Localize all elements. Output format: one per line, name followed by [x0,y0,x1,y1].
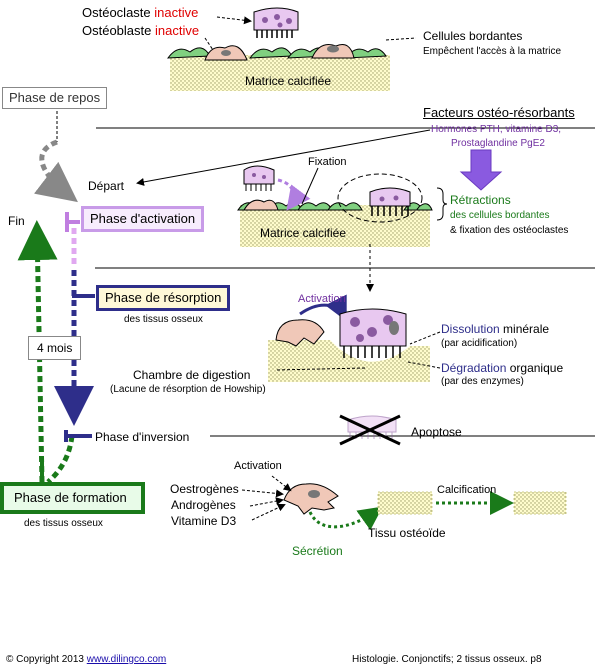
phase-inversion-label: Phase d'inversion [95,430,190,444]
resorption-activation-label: Activation [298,293,346,305]
top-matrix [170,55,390,91]
facteurs-label: Facteurs ostéo-résorbants [423,105,575,120]
lacune-label: (Lacune de résorption de Howship) [110,384,266,395]
empechent-label: Empêchent l'accès à la matrice [423,46,562,57]
degradation-text: Dégradation [441,361,507,375]
factors-arrow [459,149,503,191]
organique-text: organique [509,361,564,375]
dissolution-text: Dissolution [441,322,500,336]
depart-label: Départ [88,179,125,193]
duree-box: 4 mois [28,336,82,360]
fixation-label: Fixation [308,156,347,168]
activation-osteoclast [369,187,411,207]
apoptose-label: Apoptose [411,425,462,439]
top-osteoclast-cell [253,7,299,38]
resorption-matrix [268,340,430,382]
osteoid-tissue [377,491,433,515]
cycle-arrow-fin [17,220,58,483]
copyright-text: © Copyright 2013 [6,654,84,665]
degradation-label: Dégradation organique [441,361,563,375]
phase-repos-box: Phase de repos [2,87,108,109]
fin-label: Fin [8,214,25,228]
tissu-osteoide-label: Tissu ostéoïde [368,526,446,540]
osteoblaste-text: Ostéoblaste [82,23,152,38]
formation-activation-label: Activation [234,460,282,472]
enzymes-label: (par des enzymes) [441,376,524,387]
inactive-text: inactive [154,5,199,20]
fixation-osteoclastes-label: & fixation des ostéoclastes [450,225,569,236]
footer-source: Histologie. Conjonctifs; 2 tissus osseux… [352,654,542,665]
osteoblaste-label: Ostéoblaste inactive [82,24,199,38]
minerale-text: minérale [503,322,550,336]
activation-matrix-label: Matrice calcifiée [260,226,347,240]
top-osteoblast-cells [204,44,355,61]
chambre-label: Chambre de digestion [133,368,251,382]
dissolution-label: Dissolution minérale [441,322,549,336]
cellules-bordantes-label: Cellules bordantes [423,29,523,43]
activation-matrix [240,205,430,247]
inactive-text: inactive [155,23,200,38]
formation-osteoblast [283,483,339,515]
secretion-label: Sécrétion [292,544,343,558]
cycle-arrow-formation [46,435,75,484]
retractions-label: Rétractions [450,193,511,207]
resorption-sub-label: des tissus osseux [124,314,203,325]
androgenes-label: Androgènes [171,498,236,512]
vitamine-label: Vitamine D3 [171,514,237,528]
footer-copyright: © Copyright 2013 www.dilingco.com [6,654,166,666]
osteoclaste-text: Ostéoclaste [82,5,151,20]
calcified-tissue [513,491,567,515]
site-link[interactable]: www.dilingco.com [86,654,167,665]
phase-activation-box: Phase d'activation [81,206,205,232]
apoptosis-cell [347,415,397,439]
phase-formation-box: Phase de formation [0,482,145,514]
hormones-label-2: Prostaglandine PgE2 [451,138,545,149]
oestrogenes-label: Oestrogènes [170,482,239,496]
cycle-arrow-gray [34,139,78,203]
top-matrix-label: Matrice calcifiée [245,74,332,88]
osteoclaste-label: Ostéoclaste inactive [82,6,198,20]
acidification-label: (par acidification) [441,338,518,349]
phase-resorption-box: Phase de résorption [96,285,231,311]
calcification-label: Calcification [437,484,497,496]
hormones-label-1: Hormones PTH, vitamine D3, [431,124,562,135]
formation-sub-label: des tissus osseux [24,518,103,529]
retractions-sub-label: des cellules bordantes [450,210,550,221]
